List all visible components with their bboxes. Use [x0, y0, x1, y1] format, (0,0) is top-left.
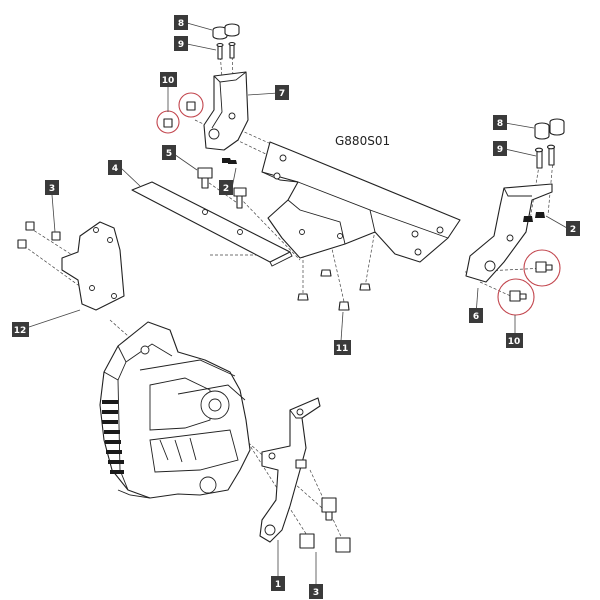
- bracket-1: [259, 397, 321, 543]
- nuts-under-crossmember: [297, 269, 371, 311]
- svg-text:3: 3: [313, 588, 319, 598]
- engine-block: [99, 321, 251, 499]
- bracket-6: [465, 183, 553, 283]
- callout-9-upper-left: 9: [174, 36, 188, 51]
- callout-6: 6: [469, 308, 483, 323]
- flat-bar-4: [131, 181, 293, 267]
- svg-text:9: 9: [178, 40, 184, 50]
- svg-text:2: 2: [570, 225, 576, 235]
- svg-text:3: 3: [49, 184, 55, 194]
- bracket-7: [203, 71, 249, 151]
- svg-text:5: 5: [166, 149, 172, 159]
- bolt-2-left: [222, 158, 247, 209]
- svg-text:7: 7: [279, 89, 285, 99]
- bolts-10-left: [156, 92, 204, 134]
- callout-5: 5: [162, 145, 176, 160]
- svg-text:11: 11: [336, 344, 349, 354]
- screws-9-right: [534, 144, 556, 169]
- svg-text:10: 10: [162, 76, 175, 86]
- cooling-fins: [102, 400, 124, 474]
- svg-text:9: 9: [497, 145, 503, 155]
- plate-12: [61, 221, 125, 311]
- callout-10-right: 10: [506, 333, 523, 348]
- spacers-8-right: [534, 118, 565, 140]
- svg-text:1: 1: [275, 580, 281, 590]
- callout-3-left: 3: [45, 180, 59, 195]
- callout-12: 12: [12, 322, 29, 337]
- callout-10-upper-left: 10: [160, 72, 177, 87]
- svg-text:10: 10: [508, 337, 521, 347]
- callout-2-left: 2: [219, 180, 233, 195]
- callout-1: 1: [271, 576, 285, 591]
- callout-4: 4: [108, 160, 122, 175]
- callout-9-right: 9: [493, 141, 507, 156]
- screws-9-left: [216, 41, 236, 60]
- bolts-3-lower: [299, 497, 351, 553]
- crossmember-main: [261, 141, 461, 263]
- callout-3-lower: 3: [309, 584, 323, 599]
- nuts-2-right: [523, 212, 545, 222]
- callout-8-right: 8: [493, 115, 507, 130]
- svg-text:4: 4: [112, 164, 118, 174]
- spacers-8-left: [212, 23, 240, 40]
- svg-text:2: 2: [223, 184, 229, 194]
- callout-pointers: [25, 22, 568, 585]
- callout-8-upper-left: 8: [174, 15, 188, 30]
- callout-2-right: 2: [566, 221, 580, 236]
- svg-text:12: 12: [14, 326, 27, 336]
- svg-text:8: 8: [178, 19, 184, 29]
- diagram-code-label: G880S01: [335, 134, 391, 148]
- bolt-5: [197, 167, 213, 189]
- bolts-10-right: [497, 249, 561, 316]
- bolts-3-left: [17, 221, 61, 249]
- svg-text:8: 8: [497, 119, 503, 129]
- svg-text:6: 6: [473, 312, 479, 322]
- callout-7: 7: [275, 85, 289, 100]
- callout-11: 11: [334, 340, 351, 355]
